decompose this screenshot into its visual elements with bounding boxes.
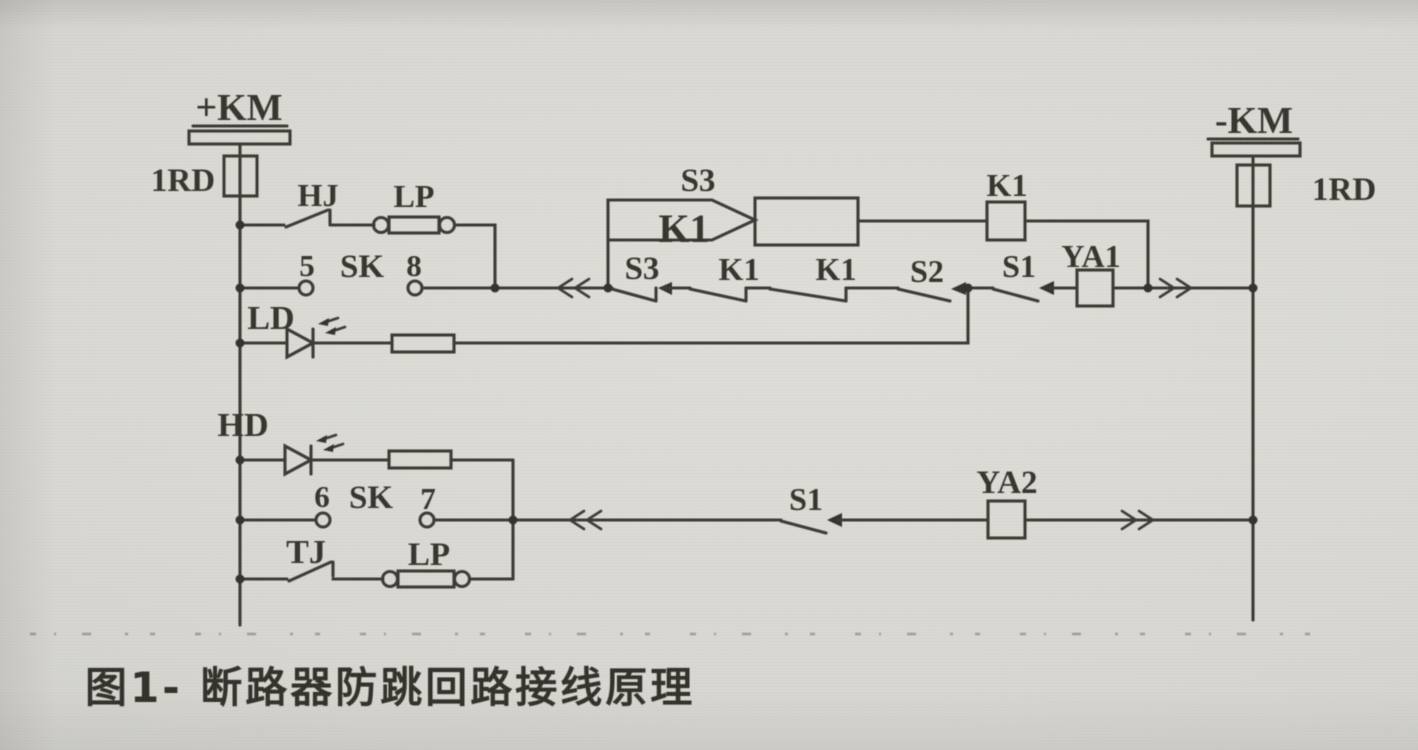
- negative-bus-label: -KM: [1215, 100, 1293, 142]
- fuse-1rd-left: [222, 154, 259, 198]
- hd-lamp-label: HD: [218, 407, 269, 444]
- s1-contact-arrowhead: [1039, 281, 1054, 295]
- sk-connector-label-2: SK: [349, 480, 393, 516]
- s1-contact-2: [779, 519, 828, 535]
- wire: [453, 223, 497, 290]
- s3-selector-inner-label: K1: [658, 206, 709, 251]
- hj-contact: [284, 208, 332, 229]
- plug-connector-arrows-right: [1158, 277, 1194, 299]
- s3-selector-box: [606, 198, 759, 242]
- terminal-6-label: 6: [314, 479, 330, 514]
- s1-contact-label: S1: [1002, 248, 1036, 284]
- wire: [452, 286, 970, 345]
- branch-ld-lamp: LD: [238, 286, 970, 360]
- sk-plug-terminal-8: [406, 279, 424, 297]
- k1-contact-b-label: K1: [816, 251, 857, 287]
- sk-plug-terminal-5: [297, 279, 315, 297]
- branch-trip-chain: 6 SK 7 S1 YA2: [238, 465, 1255, 540]
- fuse-1rd-right-label: 1RD: [1312, 172, 1376, 208]
- sk-plug-terminal-6: [314, 511, 332, 529]
- selector-body-box: [753, 196, 860, 247]
- negative-bus: -KM 1RD: [1206, 100, 1376, 622]
- s2-contact-label: S2: [910, 253, 944, 289]
- lp-link: [371, 215, 457, 235]
- terminal-8-label: 8: [406, 248, 422, 283]
- s3-selector-label: S3: [681, 163, 716, 199]
- negative-busbar: [1210, 141, 1302, 158]
- resistor-ld: [390, 333, 456, 354]
- s3-contact-label: S3: [625, 251, 660, 287]
- k1-contact-a: [688, 286, 748, 303]
- terminal-7-label: 7: [420, 481, 436, 516]
- ya1-coil: [1075, 268, 1115, 308]
- wire: [1023, 219, 1150, 290]
- positive-bus-label: +KM: [195, 87, 282, 129]
- k1-contact-a-label: K1: [719, 251, 760, 287]
- fuse-1rd-right: [1235, 163, 1272, 208]
- ya2-coil: [986, 499, 1027, 540]
- plug-connector-arrows-left: [555, 277, 591, 299]
- lp-link-2: [380, 569, 472, 589]
- terminal-5-label: 5: [299, 248, 315, 283]
- branch-hd-lamp: HD: [218, 407, 515, 477]
- branch-hj-lp: HJ LP: [238, 177, 497, 290]
- hj-contact-label: HJ: [298, 177, 339, 213]
- s2-contact-arrowhead: [951, 282, 966, 295]
- lp-link-2-label: LP: [408, 537, 450, 573]
- s1-contact: [991, 287, 1040, 303]
- ya1-coil-label: YA1: [1061, 238, 1120, 274]
- plug-connector-arrows-right-2: [1120, 509, 1156, 531]
- s2-contact: [896, 287, 952, 303]
- plug-connector-arrows-left-2: [567, 509, 603, 531]
- branch-tj-lp: TJ LP: [238, 534, 515, 589]
- led-indicator-ld: [285, 316, 347, 360]
- s3-contact: [610, 286, 658, 303]
- branch-main-chain: 5 SK 8 S3 K1 K1 S2: [238, 238, 1255, 308]
- resistor-hd: [387, 449, 453, 470]
- fuse-1rd-left-label: 1RD: [151, 163, 215, 199]
- s1-contact-2-arrowhead: [827, 513, 842, 527]
- k1-relay-coil: [985, 200, 1027, 242]
- tj-contact: [287, 560, 335, 583]
- lp-link-label: LP: [394, 178, 435, 214]
- positive-busbar: [187, 129, 292, 146]
- junction-dots: [235, 220, 1258, 584]
- k1-relay-coil-label: K1: [987, 167, 1028, 203]
- sk-connector-label: SK: [340, 249, 384, 285]
- ya2-coil-label: YA2: [976, 465, 1037, 501]
- k1-contact-b: [768, 286, 848, 303]
- tj-contact-label: TJ: [286, 534, 326, 571]
- anti-pump-relay-branch: S3 K1 K1: [606, 163, 1150, 290]
- led-indicator-hd: [283, 433, 345, 477]
- s1-contact-2-label: S1: [789, 481, 823, 517]
- figure-caption: 图1- 断路器防跳回路接线原理: [85, 663, 695, 712]
- positive-bus: +KM 1RD: [151, 87, 292, 627]
